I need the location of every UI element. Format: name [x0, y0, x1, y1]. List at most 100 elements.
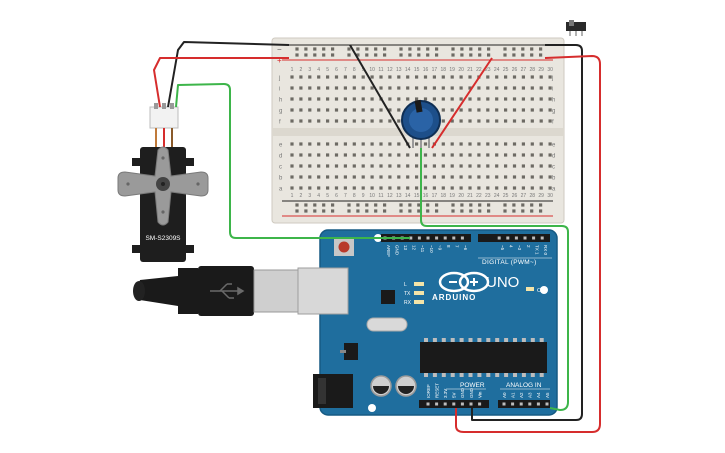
breadboard-hole: [450, 142, 454, 146]
wire-red-servo-power[interactable]: [153, 57, 289, 108]
breadboard-hole: [512, 186, 517, 190]
breadboard-hole: [406, 97, 410, 101]
breadboard-hole: [299, 75, 303, 79]
header-pin[interactable]: [519, 402, 523, 406]
breadboard-hole: [521, 86, 525, 90]
header-pin[interactable]: [469, 402, 473, 406]
breadboard-hole: [334, 86, 339, 90]
breadboard-hole: [423, 153, 428, 157]
header-pin[interactable]: [435, 402, 439, 406]
breadboard-hole: [539, 53, 543, 57]
breadboard-hole: [521, 119, 525, 123]
header-pin[interactable]: [506, 236, 510, 240]
digital-pin-label: 7: [455, 245, 460, 248]
breadboard-hole: [399, 209, 403, 213]
breadboard-hole: [495, 186, 499, 190]
header-pin[interactable]: [426, 402, 430, 406]
header-pin[interactable]: [443, 402, 447, 406]
header-pin[interactable]: [545, 402, 549, 406]
header-pin[interactable]: [478, 402, 482, 406]
header-pin[interactable]: [426, 236, 430, 240]
breadboard-hole: [370, 75, 374, 79]
wire-black-pot-ground[interactable]: [349, 44, 411, 149]
header-pin[interactable]: [417, 236, 421, 240]
breadboard-hole: [530, 142, 534, 146]
breadboard-hole: [352, 75, 356, 79]
breadboard-hole: [459, 97, 463, 101]
wire-green-servo-signal[interactable]: [175, 83, 410, 239]
breadboard-hole: [512, 175, 517, 179]
potentiometer[interactable]: [401, 99, 441, 148]
breadboard-hole: [423, 186, 428, 190]
breadboard-hole: [299, 164, 303, 168]
breadboard-hole: [308, 175, 312, 179]
breadboard-hole: [399, 47, 403, 51]
breadboard-hole: [495, 108, 499, 112]
wire-green-pot-wiper[interactable]: [420, 148, 569, 411]
breadboard-hole: [504, 142, 508, 146]
column-number: 17: [432, 193, 438, 199]
row-letter: a: [279, 187, 283, 193]
breadboard-hole: [334, 153, 339, 157]
breadboard-hole: [374, 53, 378, 57]
header-pin[interactable]: [409, 236, 413, 240]
breadboard-hole: [347, 203, 351, 207]
header-pin[interactable]: [523, 236, 527, 240]
breadboard-hole: [374, 47, 378, 51]
header-pin[interactable]: [452, 402, 456, 406]
breadboard-hole: [512, 97, 517, 101]
breadboard-hole: [308, 108, 312, 112]
breadboard-hole: [486, 153, 490, 157]
header-pin[interactable]: [540, 236, 544, 240]
breadboard-hole: [317, 75, 321, 79]
header-pin[interactable]: [460, 402, 464, 406]
row-letter: j: [278, 76, 280, 82]
header-pin[interactable]: [435, 236, 439, 240]
usb-cable[interactable]: [133, 266, 349, 316]
breadboard-hole: [423, 75, 428, 79]
breadboard-hole: [326, 86, 330, 90]
breadboard-hole: [548, 108, 552, 112]
column-number: 24: [494, 193, 500, 199]
header-pin[interactable]: [536, 402, 540, 406]
breadboard-hole: [539, 47, 543, 51]
wire-black-servo-ground[interactable]: [167, 41, 290, 108]
column-number: 3: [308, 193, 311, 199]
header-pin[interactable]: [528, 402, 532, 406]
breadboard-hole: [548, 153, 552, 157]
breadboard-hole: [539, 97, 543, 101]
header-pin[interactable]: [460, 236, 464, 240]
header-pin[interactable]: [452, 236, 456, 240]
wire-red-board-5v[interactable]: [455, 55, 601, 433]
breadboard-hole: [304, 53, 308, 57]
servo-motor[interactable]: SM-S2309S: [117, 103, 209, 262]
breadboard-hole: [388, 186, 392, 190]
breadboard-hole: [370, 97, 374, 101]
breadboard-hole: [521, 108, 525, 112]
breadboard-hole: [450, 186, 454, 190]
header-pin[interactable]: [532, 236, 536, 240]
breadboard-hole: [417, 203, 421, 207]
header-pin[interactable]: [443, 236, 447, 240]
header-pin[interactable]: [502, 402, 506, 406]
breadboard-hole: [383, 209, 387, 213]
header-pin[interactable]: [514, 236, 518, 240]
breadboard-hole: [432, 153, 436, 157]
breadboard-hole: [290, 142, 294, 146]
wire-black-board-ground[interactable]: [471, 44, 583, 421]
breadboard-hole: [295, 209, 299, 213]
wire-red-pot-power[interactable]: [431, 57, 493, 149]
header-pin[interactable]: [497, 236, 501, 240]
header-pin[interactable]: [511, 402, 515, 406]
breadboard-hole: [408, 209, 412, 213]
slide-switch[interactable]: [566, 20, 586, 36]
breadboard-hole: [383, 53, 387, 57]
breadboard-hole: [486, 86, 490, 90]
breadboard-hole: [530, 53, 534, 57]
breadboard-hole: [317, 175, 321, 179]
breadboard-hole: [459, 142, 463, 146]
breadboard-hole: [432, 86, 436, 90]
breadboard-hole: [530, 153, 534, 157]
row-letter: h: [552, 98, 555, 104]
